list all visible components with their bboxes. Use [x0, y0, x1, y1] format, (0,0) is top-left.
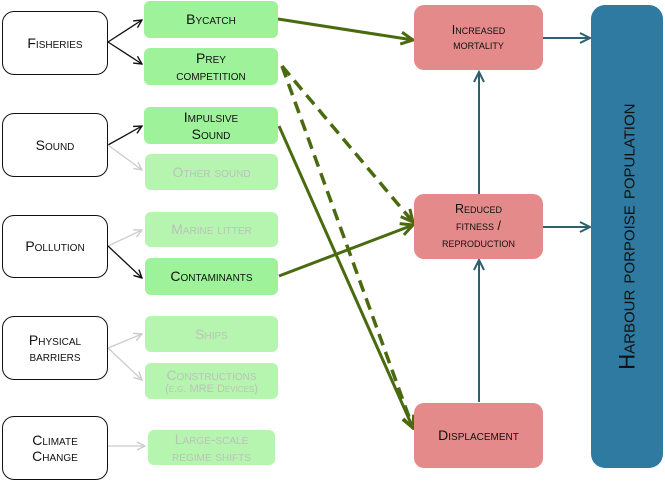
harbour-porpoise-population: Harbour porpoise population	[591, 5, 663, 468]
pressure-bycatch: Bycatch	[144, 1, 278, 38]
pressure-label-line1: Constructions	[166, 366, 257, 383]
driver-label: Fisheries	[27, 34, 83, 51]
pressure-label: Contaminants	[170, 268, 253, 285]
link-pollution-litter	[107, 230, 142, 247]
pressure-label: Marine litter	[171, 221, 252, 238]
pressure-contaminants: Contaminants	[145, 258, 278, 295]
link-sound-impulsive	[107, 126, 142, 146]
link-sound-other	[107, 144, 142, 170]
link-contaminants-fitness	[278, 225, 413, 278]
pressure-other-sound: Other sound	[145, 154, 278, 190]
link-bycatch-mortality	[277, 17, 413, 40]
pressure-label-line2: Sound	[191, 125, 231, 142]
pressure-prey-competition: Prey competition	[144, 48, 278, 85]
driver-sound: Sound	[2, 113, 108, 177]
pressure-constructions: Constructions (e.g. MRE Devices)	[145, 363, 278, 399]
link-prey-displacement	[280, 65, 413, 428]
link-prey-fitness	[280, 64, 413, 222]
effect-displacement: Displacement	[414, 403, 543, 468]
effect-label-line2: mortality	[453, 37, 504, 52]
driver-climate-change: Climate Change	[2, 416, 108, 480]
pressure-label: Other sound	[172, 163, 251, 180]
effect-increased-mortality: Increased mortality	[414, 5, 543, 70]
driver-pollution: Pollution	[2, 215, 108, 278]
link-pollution-contaminants	[107, 245, 142, 278]
pressure-label-line1: Large-scale	[174, 431, 249, 448]
driver-label-line1: Climate	[32, 431, 78, 448]
pressure-impulsive-sound: Impulsive Sound	[144, 107, 278, 144]
population-label: Harbour porpoise population	[614, 103, 640, 370]
pressure-label-line2: competition	[176, 66, 246, 83]
driver-label-line1: Physical	[28, 331, 82, 348]
driver-label-line2: Change	[32, 448, 78, 464]
effect-label-line2: fitness /	[456, 219, 501, 234]
link-impulsive-displacement	[277, 125, 413, 428]
link-fisheries-prey	[107, 41, 142, 64]
pressure-label: Ships	[195, 325, 228, 342]
pressure-label-line2: (e.g. MRE Devices)	[165, 382, 258, 395]
link-physical-constructions	[107, 347, 142, 380]
effect-label-line1: Reduced	[454, 202, 503, 217]
driver-label-line2: barriers	[29, 348, 81, 364]
pressure-label-line2: regime shifts	[172, 447, 251, 464]
pressure-marine-litter: Marine litter	[145, 212, 278, 247]
driver-label: Sound	[35, 136, 75, 153]
pressure-label-line1: Impulsive	[183, 109, 239, 126]
effect-label-line3: reproduction	[441, 235, 515, 250]
driver-label: Pollution	[25, 238, 85, 255]
pressure-regime-shifts: Large-scale regime shifts	[148, 430, 275, 465]
effect-reduced-fitness: Reduced fitness / reproduction	[414, 194, 543, 259]
link-fisheries-bycatch	[107, 20, 142, 43]
pressure-ships: Ships	[145, 316, 278, 352]
driver-physical-barriers: Physical barriers	[2, 316, 108, 380]
effect-label-line1: Increased	[451, 23, 506, 38]
driver-fisheries: Fisheries	[2, 11, 108, 75]
pressure-label: Bycatch	[186, 11, 236, 28]
pressure-label-line1: Prey	[196, 50, 226, 67]
effect-label: Displacement	[438, 427, 519, 444]
link-physical-ships	[107, 334, 142, 349]
